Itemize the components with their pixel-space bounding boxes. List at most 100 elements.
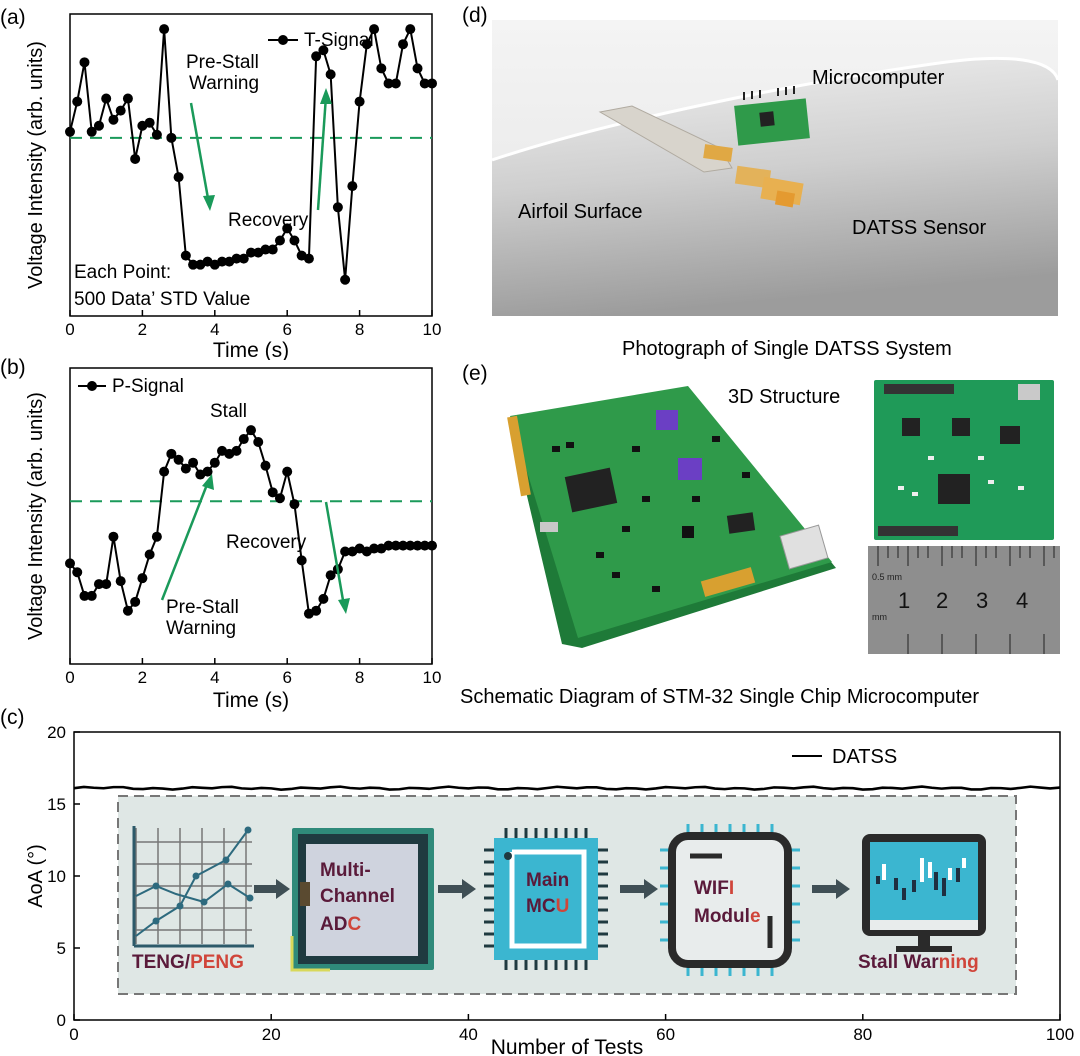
- ruler-number-4: 4: [1016, 588, 1028, 613]
- ruler-body: [868, 546, 1060, 654]
- annotation-warning-b: Warning: [166, 618, 236, 639]
- a-data-point: [289, 235, 300, 246]
- a-xtick-label: 8: [355, 320, 364, 339]
- a-data-point: [79, 57, 90, 68]
- b-xtick-label: 6: [282, 668, 291, 687]
- panel-label-b: (b): [0, 356, 26, 379]
- board-photo-usb: [1018, 384, 1040, 400]
- wifi-module-icon: WIFI Module: [660, 824, 800, 976]
- label-airfoil-surface: Airfoil Surface: [518, 201, 643, 223]
- b-data-point: [274, 493, 285, 504]
- b-data-point: [101, 579, 112, 590]
- chart-b-ylabel: Voltage Intensity (arb. units): [25, 392, 47, 640]
- b-data-point: [65, 558, 75, 569]
- annotation-pre-stall-b: Pre-Stall: [166, 597, 239, 618]
- arrow-recovery-b-head: [338, 598, 350, 614]
- pcb-header-pins: [700, 567, 756, 597]
- board-photo-chip-1: [902, 418, 920, 436]
- airfoil-edge-highlight: [492, 56, 1058, 162]
- chart-b-xlabel: Time (s): [213, 689, 289, 712]
- b-data-point: [398, 540, 409, 551]
- chart-c-ylabel: AoA (°): [25, 844, 47, 908]
- a-data-point: [166, 132, 177, 143]
- c-xtick-label: 40: [459, 1025, 478, 1044]
- photo-e-ruler: 0.5 mm mm 1 2 3 4: [868, 546, 1060, 654]
- a-xtick-label: 2: [138, 320, 147, 339]
- b-data-point: [419, 540, 430, 551]
- flow-arrow-3: [620, 879, 658, 899]
- c-xtick-label: 100: [1046, 1025, 1074, 1044]
- b-data-point: [188, 457, 199, 468]
- peng-label: PENG: [190, 952, 244, 973]
- b-data-point: [173, 454, 184, 465]
- sensor-tip: [774, 190, 796, 208]
- b-data-point: [412, 540, 423, 551]
- b-data-point: [93, 579, 104, 590]
- annotation-stall: Stall: [210, 401, 247, 422]
- adc-line2: Channel: [320, 886, 395, 907]
- chart-a-points: [65, 24, 437, 285]
- board-photo-header-bottom: [878, 526, 958, 536]
- arrow-recovery-head: [320, 88, 332, 104]
- b-data-point: [122, 605, 133, 616]
- legend-t-signal: T-Signal: [304, 30, 374, 51]
- c-xtick-label: 20: [262, 1025, 281, 1044]
- svg-text:WIFI: WIFI: [694, 878, 734, 899]
- flow-diagram: TENG/PENG Multi- Channel ADC: [117, 795, 1017, 995]
- a-xtick-label: 6: [282, 320, 291, 339]
- caption-photo-e: Schematic Diagram of STM-32 Single Chip …: [460, 686, 980, 708]
- b-data-point: [209, 457, 220, 468]
- mcu-line1: Main: [526, 870, 569, 891]
- c-ytick-label: 20: [47, 723, 66, 742]
- b-data-point: [144, 549, 155, 560]
- a-data-point: [405, 24, 416, 35]
- b-xtick-label: 4: [210, 668, 219, 687]
- panel-label-a: (a): [0, 6, 26, 29]
- b-data-point: [246, 425, 256, 436]
- arrow-pre-stall-head: [203, 195, 215, 211]
- b-data-point: [427, 540, 437, 551]
- a-data-point: [101, 93, 112, 104]
- b-xtick-label: 8: [355, 668, 364, 687]
- sensor-pad-2: [734, 165, 772, 189]
- a-data-point: [412, 63, 423, 74]
- b-data-point: [79, 590, 90, 601]
- a-data-point: [282, 223, 293, 234]
- a-data-point: [376, 63, 387, 74]
- a-data-point: [65, 126, 75, 137]
- b-data-point: [151, 531, 162, 542]
- b-data-point: [86, 590, 97, 601]
- ruler-small-bottom: mm: [872, 612, 887, 622]
- panel-label-d: (d): [462, 4, 488, 27]
- a-data-point: [246, 247, 256, 258]
- arrow-pre-stall-b: [160, 481, 210, 601]
- arrow-recovery: [316, 95, 328, 211]
- ruler-small-top: 0.5 mm: [872, 572, 902, 582]
- mcu-line2a: MC: [526, 896, 556, 917]
- wifi-line2a: Modul: [694, 906, 750, 927]
- b-data-point: [253, 437, 264, 447]
- b-data-point: [369, 543, 380, 554]
- monitor-icon: Stall Warning: [858, 834, 986, 973]
- b-data-point: [137, 573, 148, 584]
- b-data-point: [260, 460, 271, 471]
- a-data-point: [188, 259, 199, 270]
- pcb-main-chip: [564, 467, 618, 513]
- b-data-point: [159, 466, 170, 477]
- c-ytick-label: 0: [57, 1011, 66, 1030]
- b-data-point: [296, 555, 307, 566]
- a-data-point: [398, 39, 409, 50]
- b-data-point: [383, 540, 394, 551]
- chart-b-points: [65, 425, 437, 619]
- annotation-warning: Warning: [189, 73, 259, 94]
- a-data-point: [325, 69, 336, 80]
- flow-arrow-2: [438, 879, 476, 899]
- svg-text:ADC: ADC: [320, 914, 361, 935]
- c-ytick-label: 5: [57, 939, 66, 958]
- legend-t-signal-marker: [278, 35, 288, 45]
- stall-warning-a: Stall War: [858, 952, 939, 973]
- c-xtick-label: 80: [853, 1025, 872, 1044]
